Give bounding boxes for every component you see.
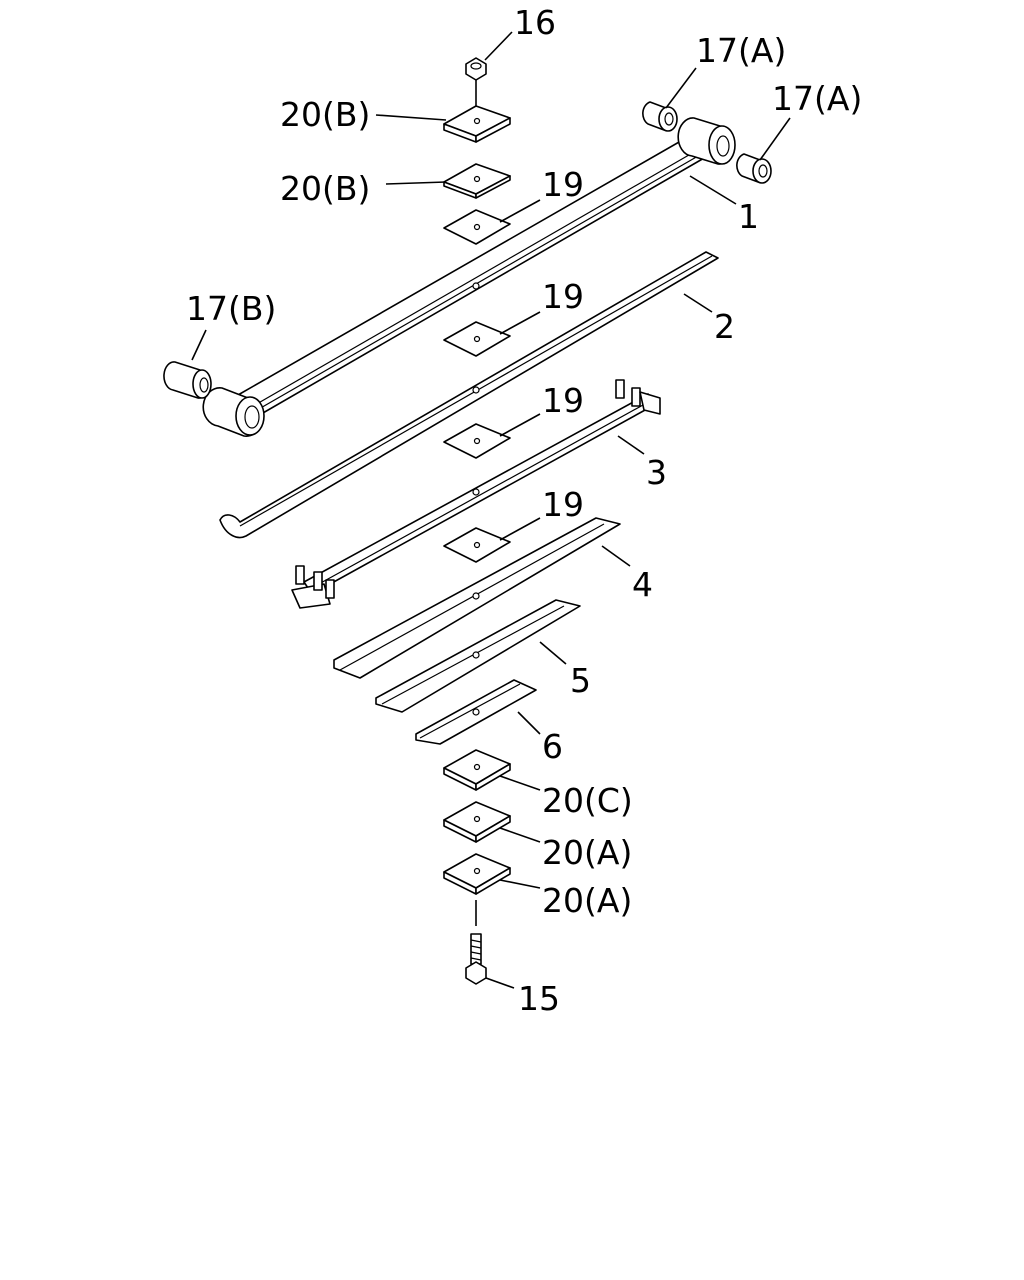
plate-20a-lower <box>443 853 511 926</box>
leaf-4 <box>333 517 621 679</box>
leaf-2 <box>219 251 719 539</box>
bushing-17a-lower <box>736 153 772 184</box>
leaf-5 <box>375 599 581 713</box>
callout-4: 4 <box>632 565 653 604</box>
callout-15: 15 <box>518 979 560 1018</box>
plate-20b-second <box>443 163 511 199</box>
callout-19-b: 19 <box>542 277 584 316</box>
callout-6: 6 <box>542 727 563 766</box>
shim-19-b <box>443 321 511 357</box>
callout-19-d: 19 <box>542 485 584 524</box>
callout-5: 5 <box>570 661 591 700</box>
callout-1: 1 <box>738 197 759 236</box>
callout-19-a: 19 <box>542 165 584 204</box>
leaf-6 <box>415 679 537 745</box>
bushing-17b <box>163 361 212 399</box>
callout-17b: 17(B) <box>186 289 276 328</box>
shim-19-a <box>443 209 511 245</box>
callout-3: 3 <box>646 453 667 492</box>
leaf-1-eye-rear <box>677 117 736 165</box>
callout-16: 16 <box>514 3 556 42</box>
shim-19-c <box>443 423 511 459</box>
plate-20a-upper <box>443 801 511 843</box>
callout-17a-upper: 17(A) <box>696 31 786 70</box>
leader-lines <box>191 31 791 989</box>
callout-20a-upper: 20(A) <box>542 833 632 872</box>
callout-20b-top: 20(B) <box>280 95 370 134</box>
callout-20c: 20(C) <box>542 781 633 820</box>
callout-20a-lower: 20(A) <box>542 881 632 920</box>
plate-20b-top <box>443 105 511 143</box>
plate-20c <box>443 749 511 791</box>
callout-19-c: 19 <box>542 381 584 420</box>
bushing-17a-upper <box>642 101 678 132</box>
leaf-1-eye-front <box>202 387 265 437</box>
leaf-3 <box>291 379 661 609</box>
callout-17a-lower: 17(A) <box>772 79 862 118</box>
shim-19-d <box>443 527 511 563</box>
callout-20b-second: 20(B) <box>280 169 370 208</box>
bolt-15 <box>465 933 487 985</box>
callout-2: 2 <box>714 307 735 346</box>
